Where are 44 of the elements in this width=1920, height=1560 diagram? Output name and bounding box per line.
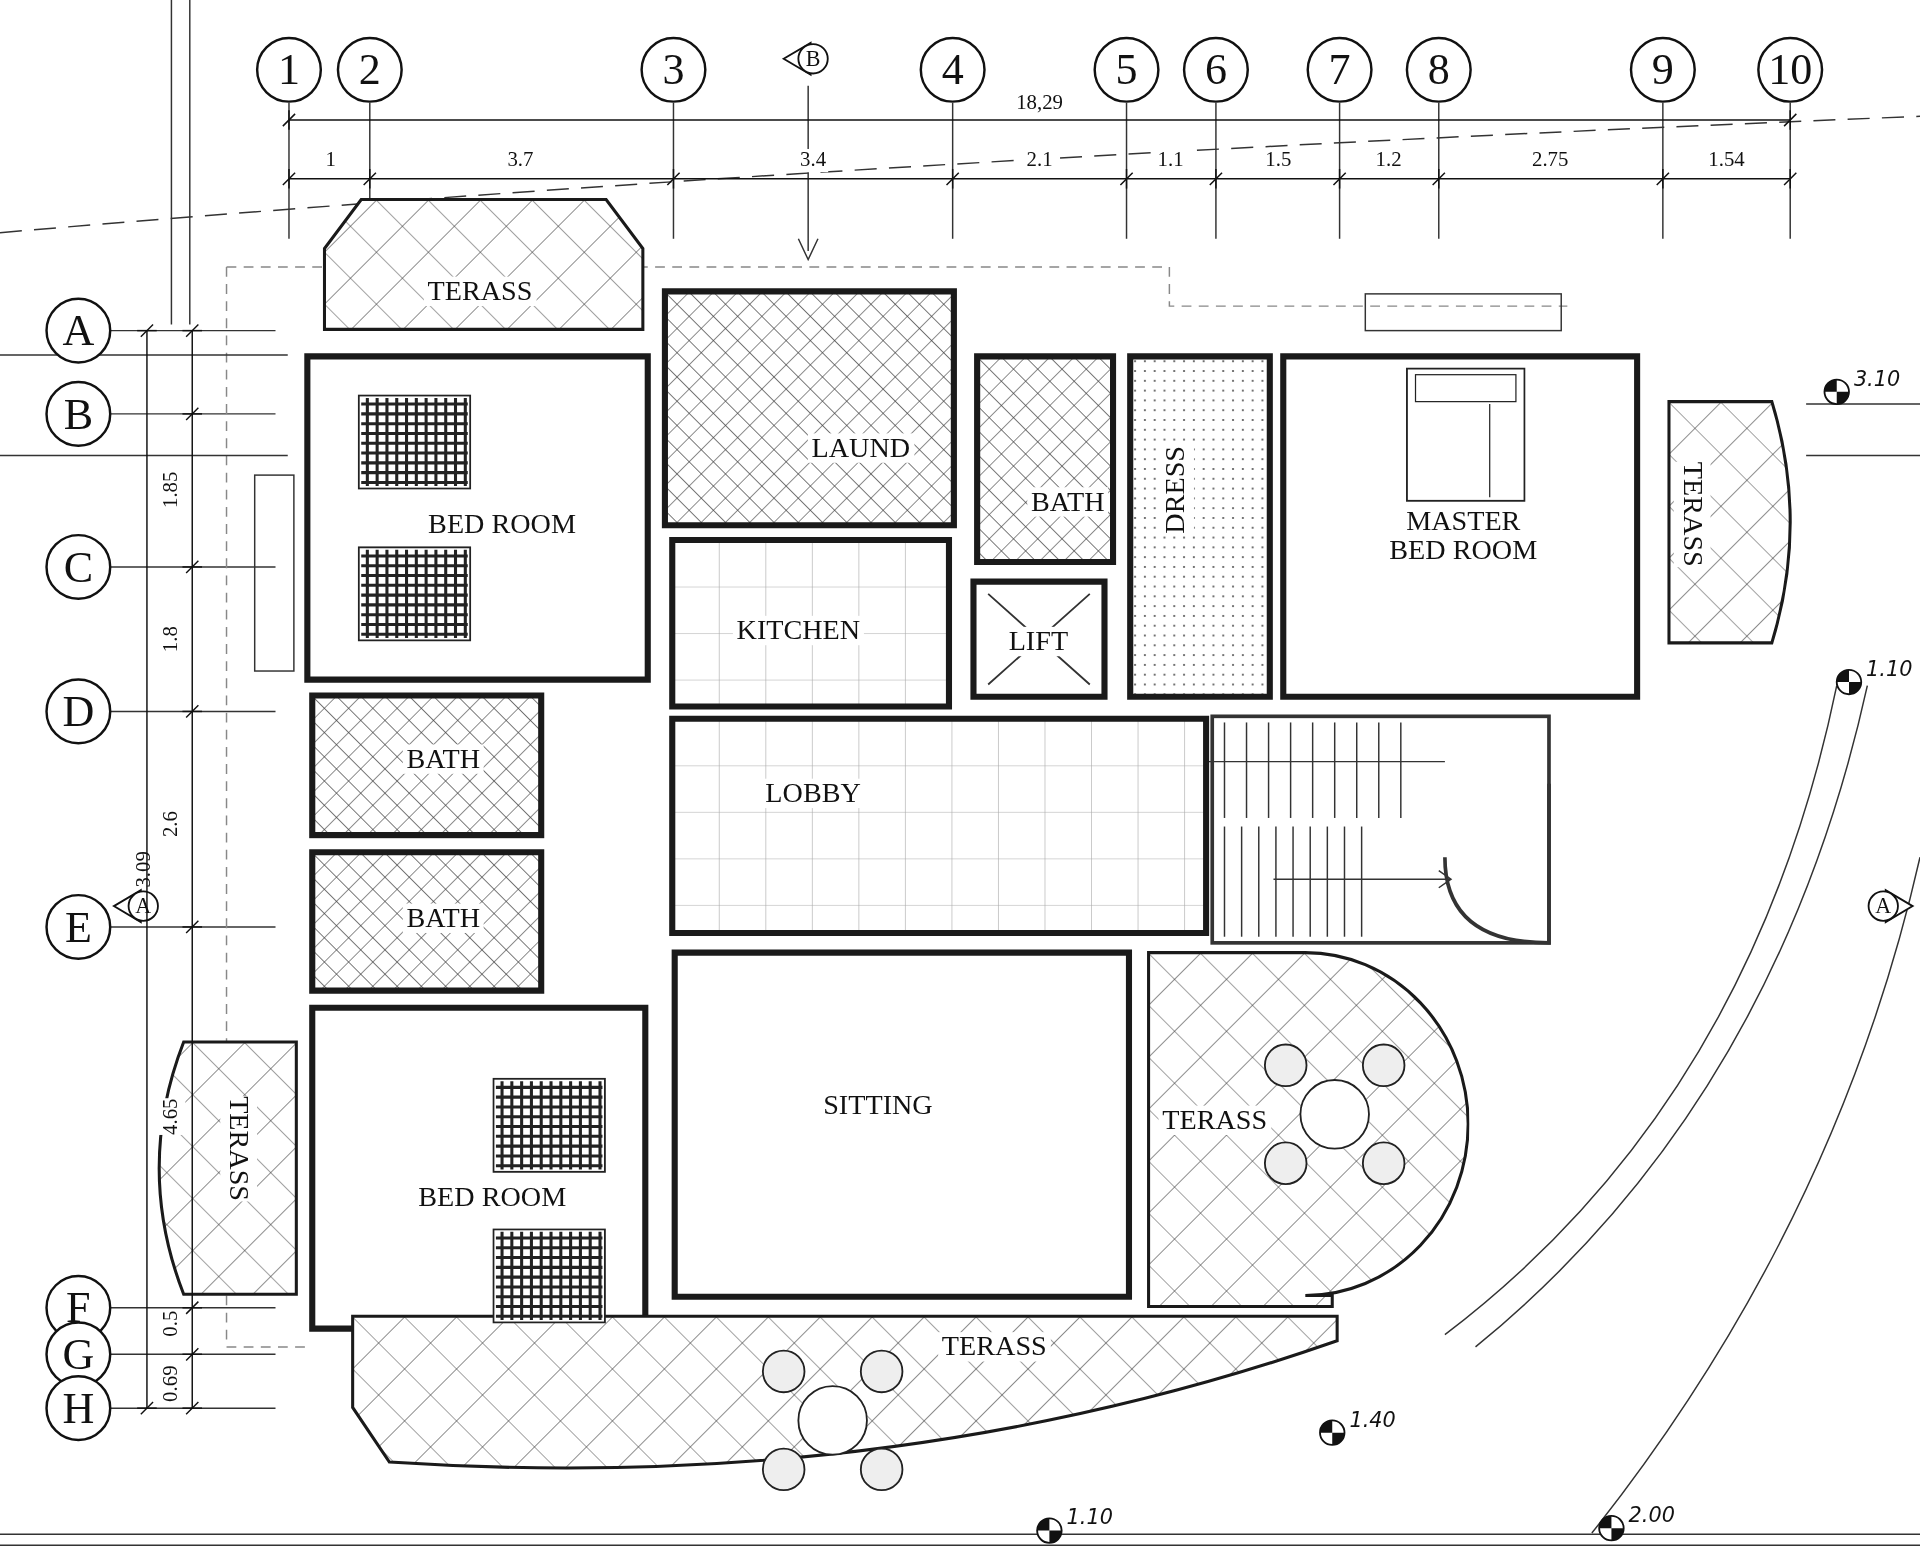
- room-area: [308, 848, 545, 995]
- room-label: BATH: [1027, 487, 1109, 517]
- room-area: [661, 287, 958, 529]
- room-label: TERASS: [423, 276, 537, 307]
- grid-bubble: 8: [1405, 36, 1472, 103]
- grid-bubble: 4: [919, 36, 986, 103]
- room-label: LAUND: [807, 433, 914, 463]
- room-label: TERASS: [1673, 461, 1711, 567]
- terrace-area: [1144, 949, 1470, 1311]
- terrace-area: [349, 1312, 1341, 1472]
- room-area: [671, 949, 1133, 1301]
- grid-bubble: H: [45, 1375, 112, 1442]
- grid-bubble: 5: [1093, 36, 1160, 103]
- grid-bubble: 7: [1306, 36, 1373, 103]
- grid-bubble: 2: [336, 36, 403, 103]
- grid-bubble: 10: [1757, 36, 1824, 103]
- grid-bubble: C: [45, 533, 112, 600]
- level-text: 3.10: [1853, 367, 1901, 391]
- level-text: 1.40: [1349, 1408, 1396, 1432]
- lift-shaft: [969, 577, 1109, 701]
- level-text: 1.10: [1066, 1506, 1113, 1529]
- room-label: TERASS: [220, 1096, 258, 1201]
- room-label: TERASS: [1158, 1105, 1271, 1136]
- room-area: [308, 691, 545, 839]
- room-area: [1126, 352, 1274, 701]
- room-label: TERASS: [938, 1332, 1051, 1362]
- room-area: [668, 536, 953, 711]
- grid-bubble: D: [45, 678, 112, 745]
- level-text: 2.00: [1628, 1503, 1675, 1527]
- grid-bubble: 3: [640, 36, 707, 103]
- grid-bubble: B: [45, 380, 112, 447]
- grid-bubble: E: [45, 893, 112, 960]
- room-area: [668, 715, 1210, 937]
- room-area: [973, 352, 1117, 566]
- room-label: KITCHEN: [732, 615, 864, 646]
- grid-bubble: 6: [1182, 36, 1249, 103]
- room-label: BATH: [402, 744, 484, 774]
- level-text: 1.10: [1866, 657, 1913, 681]
- grid-bubble: A: [45, 297, 112, 364]
- dimension-text: 4.65: [157, 1098, 186, 1135]
- grid-bubble: 9: [1629, 36, 1696, 103]
- terrace-area: [320, 195, 647, 334]
- grid-bubble: 1: [255, 36, 323, 103]
- room-label: BATH: [402, 903, 484, 934]
